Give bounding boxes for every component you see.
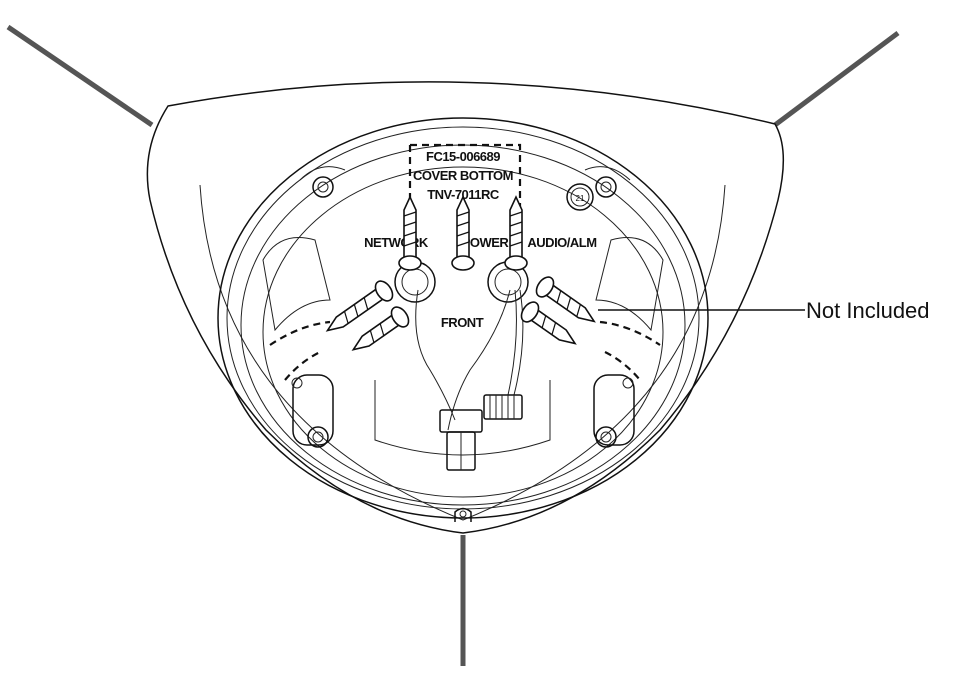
model-number-label: TNV-7011RC <box>427 187 500 202</box>
model-code-label: FC15-006689 <box>426 149 500 164</box>
leader-line-left <box>6 24 154 128</box>
power-connector <box>439 409 483 471</box>
housing-outer <box>146 81 785 534</box>
front-notch <box>454 507 472 522</box>
right-hole-guide-lower <box>604 351 641 381</box>
bottom-right-boss <box>593 374 635 448</box>
front-label: FRONT <box>441 315 484 330</box>
base-ring-outer <box>217 117 709 519</box>
cable-audio-2 <box>513 289 524 396</box>
cutout-outline <box>408 143 522 212</box>
cable-audio-1 <box>507 289 517 396</box>
left-hole-guide-upper <box>269 320 331 346</box>
rotation-mark-label: 21 <box>576 194 585 203</box>
right-rib <box>595 237 664 332</box>
leader-line-right <box>773 30 900 128</box>
bottom-left-boss <box>291 374 334 448</box>
right-hole-guide-upper <box>599 320 661 346</box>
terminal-block <box>483 394 523 420</box>
cable-power <box>447 289 511 431</box>
screw-right-upper <box>535 276 596 323</box>
cable-channel <box>374 380 551 456</box>
power-port-label: POWER <box>462 235 510 250</box>
screw-network <box>398 195 422 271</box>
screw-left-upper <box>325 280 394 332</box>
screw-power <box>451 195 475 271</box>
screw-audio <box>504 195 528 271</box>
housing-rim <box>199 184 726 521</box>
left-rib <box>262 237 331 332</box>
cable-network <box>415 289 456 421</box>
cover-bottom-label: COVER BOTTOM <box>413 168 513 183</box>
network-port-label: NETWORK <box>364 235 429 250</box>
audio-alarm-port-label: AUDIO/ALM <box>527 235 596 250</box>
not-included-callout: Not Included <box>806 298 930 323</box>
base-plate <box>262 166 664 498</box>
left-hole-guide-lower <box>284 351 321 381</box>
top-left-boss <box>299 166 346 198</box>
top-right-boss <box>584 166 631 198</box>
rotation-dial-icon <box>566 183 594 211</box>
screw-right-lower <box>520 301 577 345</box>
screw-left-lower <box>351 306 410 351</box>
